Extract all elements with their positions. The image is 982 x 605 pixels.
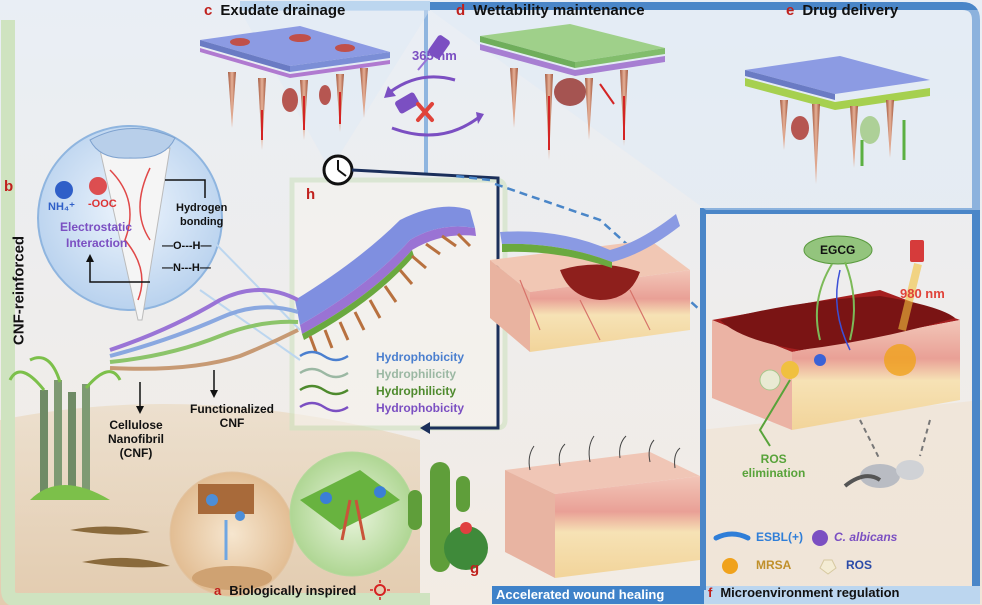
patch-d-illustration	[480, 24, 665, 160]
cnf-cellulose-label: Cellulose Nanofibril (CNF)	[108, 418, 164, 460]
patch-e-illustration	[745, 56, 930, 184]
cnf-line2: Nanofibril	[108, 432, 164, 446]
panel-e-title: Drug delivery	[802, 2, 899, 19]
panel-a-label: a Biologically inspired	[214, 583, 356, 598]
layer-3-label: Hydrophilicity	[376, 384, 457, 398]
hydrogen-label: Hydrogen	[176, 202, 228, 214]
wound-skin-block	[490, 214, 690, 352]
panel-f-title: Microenvironment regulation	[720, 585, 900, 600]
layer-4-label: Hydrophobicity	[376, 401, 465, 415]
legend-calbicans: C. albicans	[834, 530, 898, 544]
ion-negative: -OOC	[88, 198, 117, 210]
cnf-line3: (CNF)	[119, 446, 153, 460]
layer-wave-lines	[299, 350, 349, 413]
panel-b-title: CNF-reinforced	[10, 235, 28, 346]
panel-f-letter: f	[708, 585, 713, 600]
bio-inspiration	[70, 451, 488, 600]
legend-mrsa: MRSA	[756, 558, 792, 572]
legend-esbl: ESBL(+)	[756, 530, 804, 544]
panel-c-letter: c	[204, 2, 213, 19]
ros-elimination-label: ROS elimination	[742, 452, 805, 480]
panel-f-label: f Microenvironment regulation	[708, 585, 899, 600]
cnf-line1: Cellulose	[109, 418, 163, 432]
egcg-label: EGCG	[820, 243, 856, 257]
central-patch	[295, 206, 476, 353]
panel-e-label: e Drug delivery	[786, 2, 898, 19]
magnifier-bubble	[37, 125, 223, 321]
cnf-functionalized-label: Functionalized CNF	[190, 402, 274, 430]
interaction-label: Interaction	[66, 236, 128, 250]
panel-d-letter: d	[456, 2, 466, 19]
cnf-func-line2: CNF	[219, 416, 245, 430]
legend-ros: ROS	[846, 558, 873, 572]
cnf-func-line1: Functionalized	[190, 402, 274, 416]
panel-d-title: Wettability maintenance	[473, 2, 645, 19]
panel-d-label: d Wettability maintenance	[456, 2, 645, 19]
ion-positive: NH₄⁺	[48, 201, 75, 213]
wavelength-980: 980 nm	[900, 286, 945, 301]
bond-o-h: —O---H—	[162, 240, 212, 252]
microenvironment-block	[712, 235, 960, 488]
ros-elim-line1: ROS	[760, 452, 787, 466]
panel-g-letter: g	[470, 560, 480, 577]
wavelength-365: 365 nm	[412, 48, 457, 63]
bonding-label: bonding	[180, 216, 224, 228]
plant-bundle	[8, 356, 122, 500]
layer-1-label: Hydrophobicity	[376, 350, 465, 364]
panel-b-letter: b	[4, 178, 14, 195]
panel-e-letter: e	[786, 2, 795, 19]
panel-a-title: Biologically inspired	[229, 583, 357, 598]
sun-icon	[370, 580, 390, 600]
patch-c-illustration	[200, 26, 390, 150]
bond-n-h: —N---H—	[162, 262, 211, 274]
electrostatic-label: Electrostatic	[60, 220, 133, 234]
panel-g-title: Accelerated wound healing	[496, 587, 665, 602]
healed-skin-block	[505, 435, 700, 578]
panel-c-title: Exudate drainage	[220, 2, 346, 19]
uv-cycle	[384, 35, 484, 137]
panel-c-label: c Exudate drainage	[204, 2, 345, 19]
layer-2-label: Hydrophilicity	[376, 367, 457, 381]
panel-a-letter: a	[214, 583, 222, 598]
panel-h-letter: h	[306, 186, 316, 203]
legend-markers	[713, 530, 837, 575]
clock-icon	[322, 154, 500, 434]
ros-elim-line2: elimination	[742, 466, 806, 480]
